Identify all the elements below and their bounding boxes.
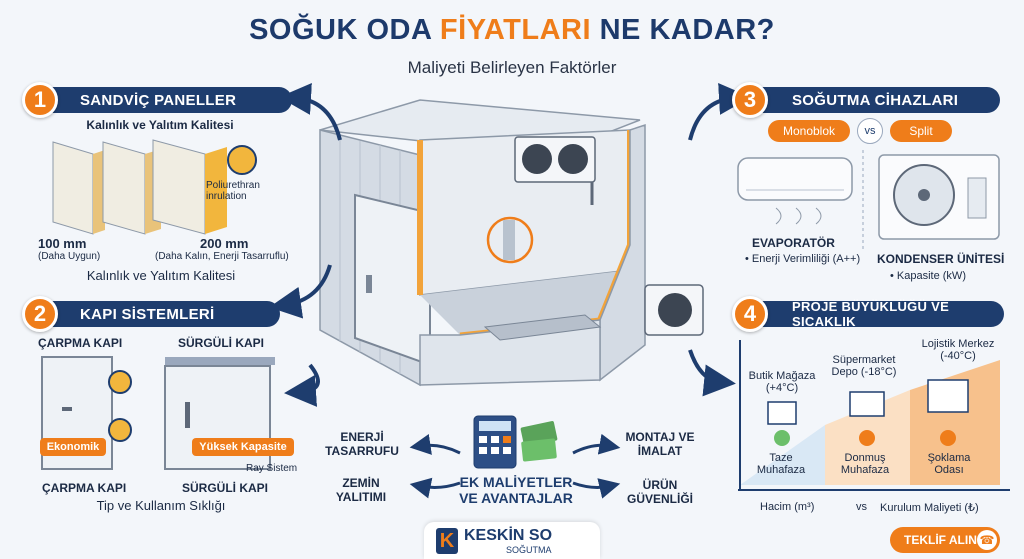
cold-room-illustration <box>319 99 704 387</box>
option-split: Split <box>890 120 952 142</box>
y-axis-label: Kurulum Maliyeti (₺) <box>880 502 979 514</box>
section3-title: SOĞUTMA CİHAZLARI <box>742 87 1000 113</box>
project-size-chart <box>738 340 1010 491</box>
shop-icon <box>767 401 797 425</box>
section3-vs: vs <box>857 118 883 144</box>
tier3-marks <box>927 379 969 446</box>
section1-subtitle-top: Kalınlık ve Yalıtım Kalitesi <box>86 118 234 132</box>
sliding-door-label-bottom: SÜRGÜLİ KAPI <box>182 481 269 495</box>
sliding-door-label-top: SÜRGÜLİ KAPI <box>178 336 265 350</box>
section2-caption: Tip ve Kullanım Sıklığı <box>96 498 226 513</box>
extra-safety: ÜRÜN GÜVENLİĞİ <box>626 478 693 506</box>
brand-name: KESKİN SO <box>464 527 553 544</box>
section1-subtitle-bottom: Kalınlık ve Yalıtım Kalitesi <box>86 268 236 283</box>
page-title: SOĞUK ODA FİYATLARI NE KADAR? <box>249 14 775 46</box>
tier1-name: Butik Mağaza (+4°C) <box>748 370 816 394</box>
condenser-note: • Kapasite (kW) <box>890 270 966 282</box>
tier2-marks <box>849 391 885 446</box>
tier2-use: Donmuş Muhafaza <box>840 452 890 476</box>
tier3-use: Şoklama Odası <box>927 452 971 476</box>
evaporator-note: • Enerji Verimliliği (A++) <box>745 253 861 265</box>
panel-thick-note: (Daha Kalın, Enerji Tasarruflu) <box>155 251 289 262</box>
section2-number: 2 <box>22 296 58 332</box>
condenser-title: KONDENSER ÜNİTESİ <box>877 252 1005 266</box>
door-systems-illustration <box>41 356 275 470</box>
extras-arrows <box>409 433 621 499</box>
page-subtitle: Maliyeti Belirleyen Faktörler <box>407 58 617 77</box>
option-monoblok: Monoblok <box>768 120 850 142</box>
rail-system-label: Ray Sistem <box>246 463 298 474</box>
extras-center-title: EK MALİYETLER VE AVANTAJLAR <box>459 474 573 506</box>
panel-thin-note: (Daha Uygun) <box>38 251 101 262</box>
sandwich-panels-illustration <box>52 139 257 235</box>
tier3-name: Lojistik Merkez (-40°C) <box>921 338 995 362</box>
get-quote-button[interactable]: TEKLİF ALIN ☎ <box>890 527 1000 553</box>
swing-door-label-top: ÇARPMA KAPI <box>38 336 123 350</box>
section3-number: 3 <box>732 82 768 118</box>
frozen-icon <box>859 430 875 446</box>
brand-sub: SOĞUTMA <box>506 545 552 555</box>
section4-title: PROJE BÜYÜKLÜĞÜ VE SICAKLIK <box>742 299 1004 329</box>
extra-energy: ENERJİ TASARRUFU <box>325 430 399 458</box>
tier2-name: Süpermarket Depo (-18°C) <box>831 354 897 378</box>
x-axis-label: Hacim (m³) <box>760 501 815 513</box>
panel-thin-mm: 100 mm <box>38 236 87 251</box>
calculator-money-icon <box>473 415 558 469</box>
section2-title: KAPI SİSTEMLERİ <box>30 301 280 327</box>
title-highlight: FİYATLARI <box>439 14 592 46</box>
extra-install: MONTAJ VE İMALAT <box>625 430 695 458</box>
insulation-label: Poliurethran inrulation <box>206 180 260 202</box>
brand-logo-icon: K <box>436 528 458 554</box>
warehouse-icon <box>927 379 969 413</box>
fresh-icon <box>774 430 790 446</box>
supermarket-icon <box>849 391 885 417</box>
shock-icon <box>940 430 956 446</box>
tag-economic: Ekonomik <box>40 438 106 456</box>
cooling-units-illustration <box>737 150 1000 250</box>
section1-number: 1 <box>22 82 58 118</box>
tier1-marks <box>767 401 797 446</box>
phone-icon: ☎ <box>977 530 997 550</box>
panel-thick-mm: 200 mm <box>200 236 249 251</box>
section1-title: SANDVİÇ PANELLER <box>30 87 292 113</box>
evaporator-title: EVAPORATÖR <box>752 236 835 250</box>
brand-box: K KESKİN SO SOĞUTMA <box>424 522 600 559</box>
section4-vs: vs <box>856 501 867 513</box>
section4-number: 4 <box>732 296 768 332</box>
tier1-use: Taze Muhafaza <box>756 452 806 476</box>
swing-door-label-bottom: ÇARPMA KAPI <box>42 481 127 495</box>
tag-high-capacity: Yüksek Kapasite <box>192 438 294 456</box>
extra-floor: ZEMİN YALITIMI <box>335 476 387 504</box>
